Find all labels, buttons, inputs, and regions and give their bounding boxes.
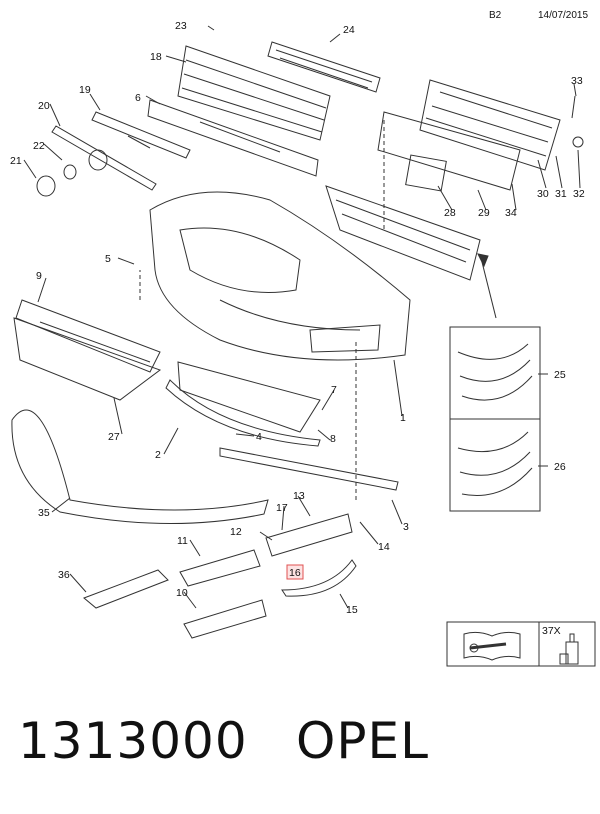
callout-26: 26 [554,461,566,473]
callout-36: 36 [58,569,70,581]
part-22-emblem-ring [88,149,108,171]
part-10-bezel [183,599,267,639]
part-lower-grille [325,185,481,281]
callout-8: 8 [330,433,336,445]
page-date: 14/07/2015 [538,10,589,21]
part-3-long-strip [219,447,399,491]
callout-11: 11 [177,535,188,547]
callout-1: 1 [400,412,406,424]
callout-25: 25 [554,369,566,381]
callout-14: 14 [378,541,390,553]
part-32-clip [572,136,584,148]
part-19-trim-strip [91,111,191,159]
part-21-emblem [36,175,56,197]
part-7-underbody [177,361,321,433]
legend-box [446,621,596,667]
part-28-plate [405,154,447,192]
part-12-bezel [265,513,353,557]
part-9-lower-panel [15,299,161,373]
callout-22: 22 [33,140,45,152]
part-28-29-bracket [377,111,521,191]
callout-6: 6 [135,92,141,104]
callout-29: 29 [478,207,490,219]
part-15-trim [281,559,357,597]
callout-12: 12 [230,526,242,538]
part-number: 1313000 [18,712,248,770]
part-11-bezel [179,549,261,587]
adhesive-bottle-icon [559,633,579,665]
brand-name: OPEL [296,712,429,770]
callout-19: 19 [79,84,91,96]
callout-16: 16 [289,567,301,579]
callout-16-highlight [286,564,304,580]
callout-18: 18 [150,51,162,63]
part-30-31-air-duct [419,79,561,171]
callout-30: 30 [537,188,549,200]
part-35-spoiler [11,409,269,525]
part-24-upper-grille [267,41,381,93]
callout-13: 13 [293,490,305,502]
part-27-cover [13,317,162,401]
callout-32: 32 [573,188,585,200]
part-20-chrome-strip [51,125,157,191]
callout-31: 31 [555,188,567,200]
callout-15: 15 [346,604,358,616]
callout-21: 21 [10,155,22,167]
callout-28: 28 [444,207,456,219]
callout-2: 2 [155,449,161,461]
part-18-main-grille [177,45,331,141]
callout-10: 10 [176,587,188,599]
manual-wrench-icon [463,631,521,661]
detail-box-25 [449,326,541,420]
callout-33: 33 [571,75,583,87]
callout-24: 24 [343,24,355,36]
callout-35: 35 [38,507,50,519]
callout-7: 7 [331,384,337,396]
legend-quantity: 37X [542,625,561,637]
part-36-bezel [83,569,169,609]
callout-27: 27 [108,431,120,443]
callout-17: 17 [276,502,288,514]
callout-23: 23 [175,20,187,32]
page-code: B2 [489,10,502,21]
callout-20: 20 [38,100,50,112]
callout-4: 4 [256,431,262,443]
callout-5: 5 [105,253,111,265]
callout-9: 9 [36,270,42,282]
part-2-strip [165,379,321,447]
part-1-front-bumper [149,191,411,361]
callout-3: 3 [403,521,409,533]
exploded-parts-diagram: 23 24 18 6 19 20 22 21 33 30 31 32 28 29… [10,20,596,667]
callout-34: 34 [505,207,517,219]
part-6-bar [147,99,319,177]
detail-box-26 [449,418,541,512]
